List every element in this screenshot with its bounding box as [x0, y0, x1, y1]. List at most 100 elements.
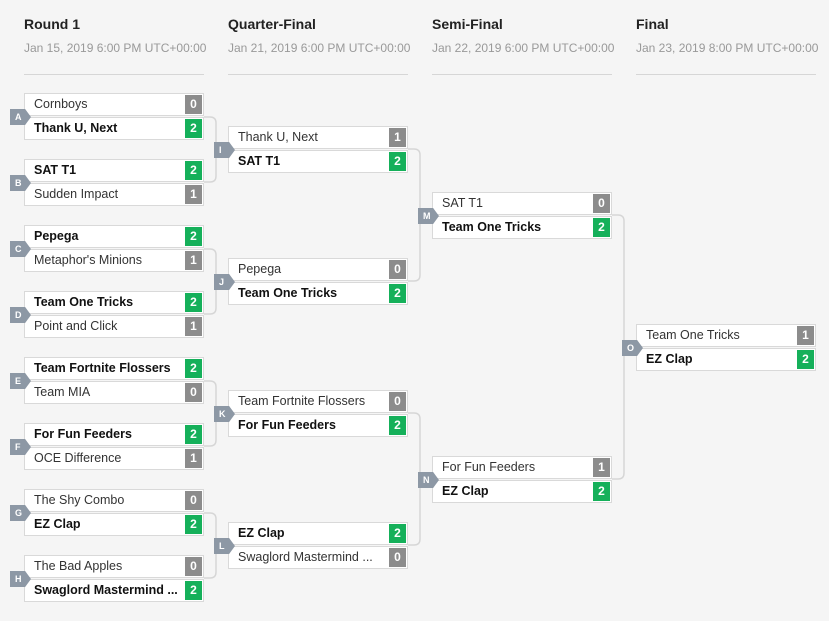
team-row[interactable]: Team Fortnite Flossers 0 — [228, 390, 408, 413]
team-row[interactable]: Thank U, Next 1 — [228, 126, 408, 149]
team-score: 2 — [593, 218, 610, 237]
team-name: Thank U, Next — [238, 130, 318, 144]
team-name: EZ Clap — [34, 517, 81, 531]
team-name: Metaphor's Minions — [34, 253, 142, 267]
team-row[interactable]: Cornboys 0 — [24, 93, 204, 116]
team-row[interactable]: SAT T1 2 — [228, 150, 408, 173]
team-row[interactable]: For Fun Feeders 2 — [228, 414, 408, 437]
team-score: 0 — [389, 548, 406, 567]
team-name: Team One Tricks — [646, 328, 740, 342]
team-name: Pepega — [34, 229, 79, 243]
team-row[interactable]: The Shy Combo 0 — [24, 489, 204, 512]
team-name: OCE Difference — [34, 451, 122, 465]
team-score: 2 — [185, 359, 202, 378]
team-score: 1 — [185, 317, 202, 336]
team-score: 0 — [389, 392, 406, 411]
team-row[interactable]: SAT T1 0 — [432, 192, 612, 215]
team-name: Swaglord Mastermind ... — [34, 583, 178, 597]
match-label-badge: M — [418, 208, 439, 224]
team-name: Team One Tricks — [34, 295, 134, 309]
team-row[interactable]: For Fun Feeders 2 — [24, 423, 204, 446]
team-score: 2 — [185, 293, 202, 312]
match-j: Pepega 0 Team One Tricks 2 J — [214, 258, 408, 306]
team-row[interactable]: SAT T1 2 — [24, 159, 204, 182]
team-name: Team Fortnite Flossers — [34, 361, 171, 375]
match-label-badge: J — [214, 274, 235, 290]
team-row[interactable]: Team MIA 0 — [24, 381, 204, 404]
team-row[interactable]: For Fun Feeders 1 — [432, 456, 612, 479]
team-name: Cornboys — [34, 97, 88, 111]
team-score: 1 — [185, 449, 202, 468]
match-label-badge: O — [622, 340, 643, 356]
team-row[interactable]: Team Fortnite Flossers 2 — [24, 357, 204, 380]
team-name: SAT T1 — [34, 163, 77, 177]
team-row[interactable]: EZ Clap 2 — [636, 348, 816, 371]
team-row[interactable]: Swaglord Mastermind ... 0 — [228, 546, 408, 569]
team-score: 1 — [593, 458, 610, 477]
team-score: 0 — [593, 194, 610, 213]
team-name: Pepega — [238, 262, 282, 276]
match-label-badge: H — [10, 571, 31, 587]
round-divider — [24, 74, 204, 75]
team-name: SAT T1 — [238, 154, 281, 168]
team-row[interactable]: Team One Tricks 1 — [636, 324, 816, 347]
team-row[interactable]: Pepega 2 — [24, 225, 204, 248]
match-i: Thank U, Next 1 SAT T1 2 I — [214, 126, 408, 174]
round-divider — [432, 74, 612, 75]
round-date: Jan 22, 2019 6:00 PM UTC+00:00 — [432, 41, 615, 55]
team-name: EZ Clap — [238, 526, 285, 540]
team-name: Team MIA — [34, 385, 91, 399]
match-label-badge: F — [10, 439, 31, 455]
match-label-badge: B — [10, 175, 31, 191]
team-score: 0 — [185, 491, 202, 510]
team-row[interactable]: Sudden Impact 1 — [24, 183, 204, 206]
round-title: Quarter-Final — [228, 16, 316, 32]
team-name: Swaglord Mastermind ... — [238, 550, 373, 564]
team-row[interactable]: Team One Tricks 2 — [432, 216, 612, 239]
team-score: 2 — [389, 152, 406, 171]
team-row[interactable]: Swaglord Mastermind ... 2 — [24, 579, 204, 602]
match-o: Team One Tricks 1 EZ Clap 2 O — [622, 324, 816, 372]
team-score: 2 — [389, 284, 406, 303]
team-score: 2 — [185, 161, 202, 180]
team-score: 0 — [389, 260, 406, 279]
team-score: 2 — [185, 515, 202, 534]
team-row[interactable]: The Bad Apples 0 — [24, 555, 204, 578]
team-row[interactable]: Point and Click 1 — [24, 315, 204, 338]
team-name: Point and Click — [34, 319, 118, 333]
round-title: Semi-Final — [432, 16, 503, 32]
match-e: Team Fortnite Flossers 2 Team MIA 0 E — [10, 357, 204, 405]
match-d: Team One Tricks 2 Point and Click 1 D — [10, 291, 204, 339]
round-title: Round 1 — [24, 16, 80, 32]
match-g: The Shy Combo 0 EZ Clap 2 G — [10, 489, 204, 537]
round-date: Jan 21, 2019 6:00 PM UTC+00:00 — [228, 41, 411, 55]
team-row[interactable]: Team One Tricks 2 — [24, 291, 204, 314]
team-row[interactable]: EZ Clap 2 — [24, 513, 204, 536]
team-row[interactable]: Metaphor's Minions 1 — [24, 249, 204, 272]
team-name: Team Fortnite Flossers — [238, 394, 366, 408]
team-name: For Fun Feeders — [34, 427, 132, 441]
team-score: 1 — [797, 326, 814, 345]
match-m: SAT T1 0 Team One Tricks 2 M — [418, 192, 612, 240]
team-name: Team One Tricks — [238, 286, 338, 300]
team-score: 0 — [185, 383, 202, 402]
team-row[interactable]: Pepega 0 — [228, 258, 408, 281]
team-score: 0 — [185, 95, 202, 114]
team-score: 2 — [185, 119, 202, 138]
match-n: For Fun Feeders 1 EZ Clap 2 N — [418, 456, 612, 504]
team-row[interactable]: Thank U, Next 2 — [24, 117, 204, 140]
team-row[interactable]: OCE Difference 1 — [24, 447, 204, 470]
team-name: Sudden Impact — [34, 187, 119, 201]
round-date: Jan 23, 2019 8:00 PM UTC+00:00 — [636, 41, 819, 55]
team-row[interactable]: Team One Tricks 2 — [228, 282, 408, 305]
team-score: 2 — [389, 416, 406, 435]
team-name: The Shy Combo — [34, 493, 125, 507]
team-row[interactable]: EZ Clap 2 — [432, 480, 612, 503]
team-score: 1 — [389, 128, 406, 147]
match-label-badge: K — [214, 406, 235, 422]
team-name: EZ Clap — [442, 484, 489, 498]
round-title: Final — [636, 16, 669, 32]
team-name: Thank U, Next — [34, 121, 118, 135]
team-row[interactable]: EZ Clap 2 — [228, 522, 408, 545]
team-name: SAT T1 — [442, 196, 483, 210]
